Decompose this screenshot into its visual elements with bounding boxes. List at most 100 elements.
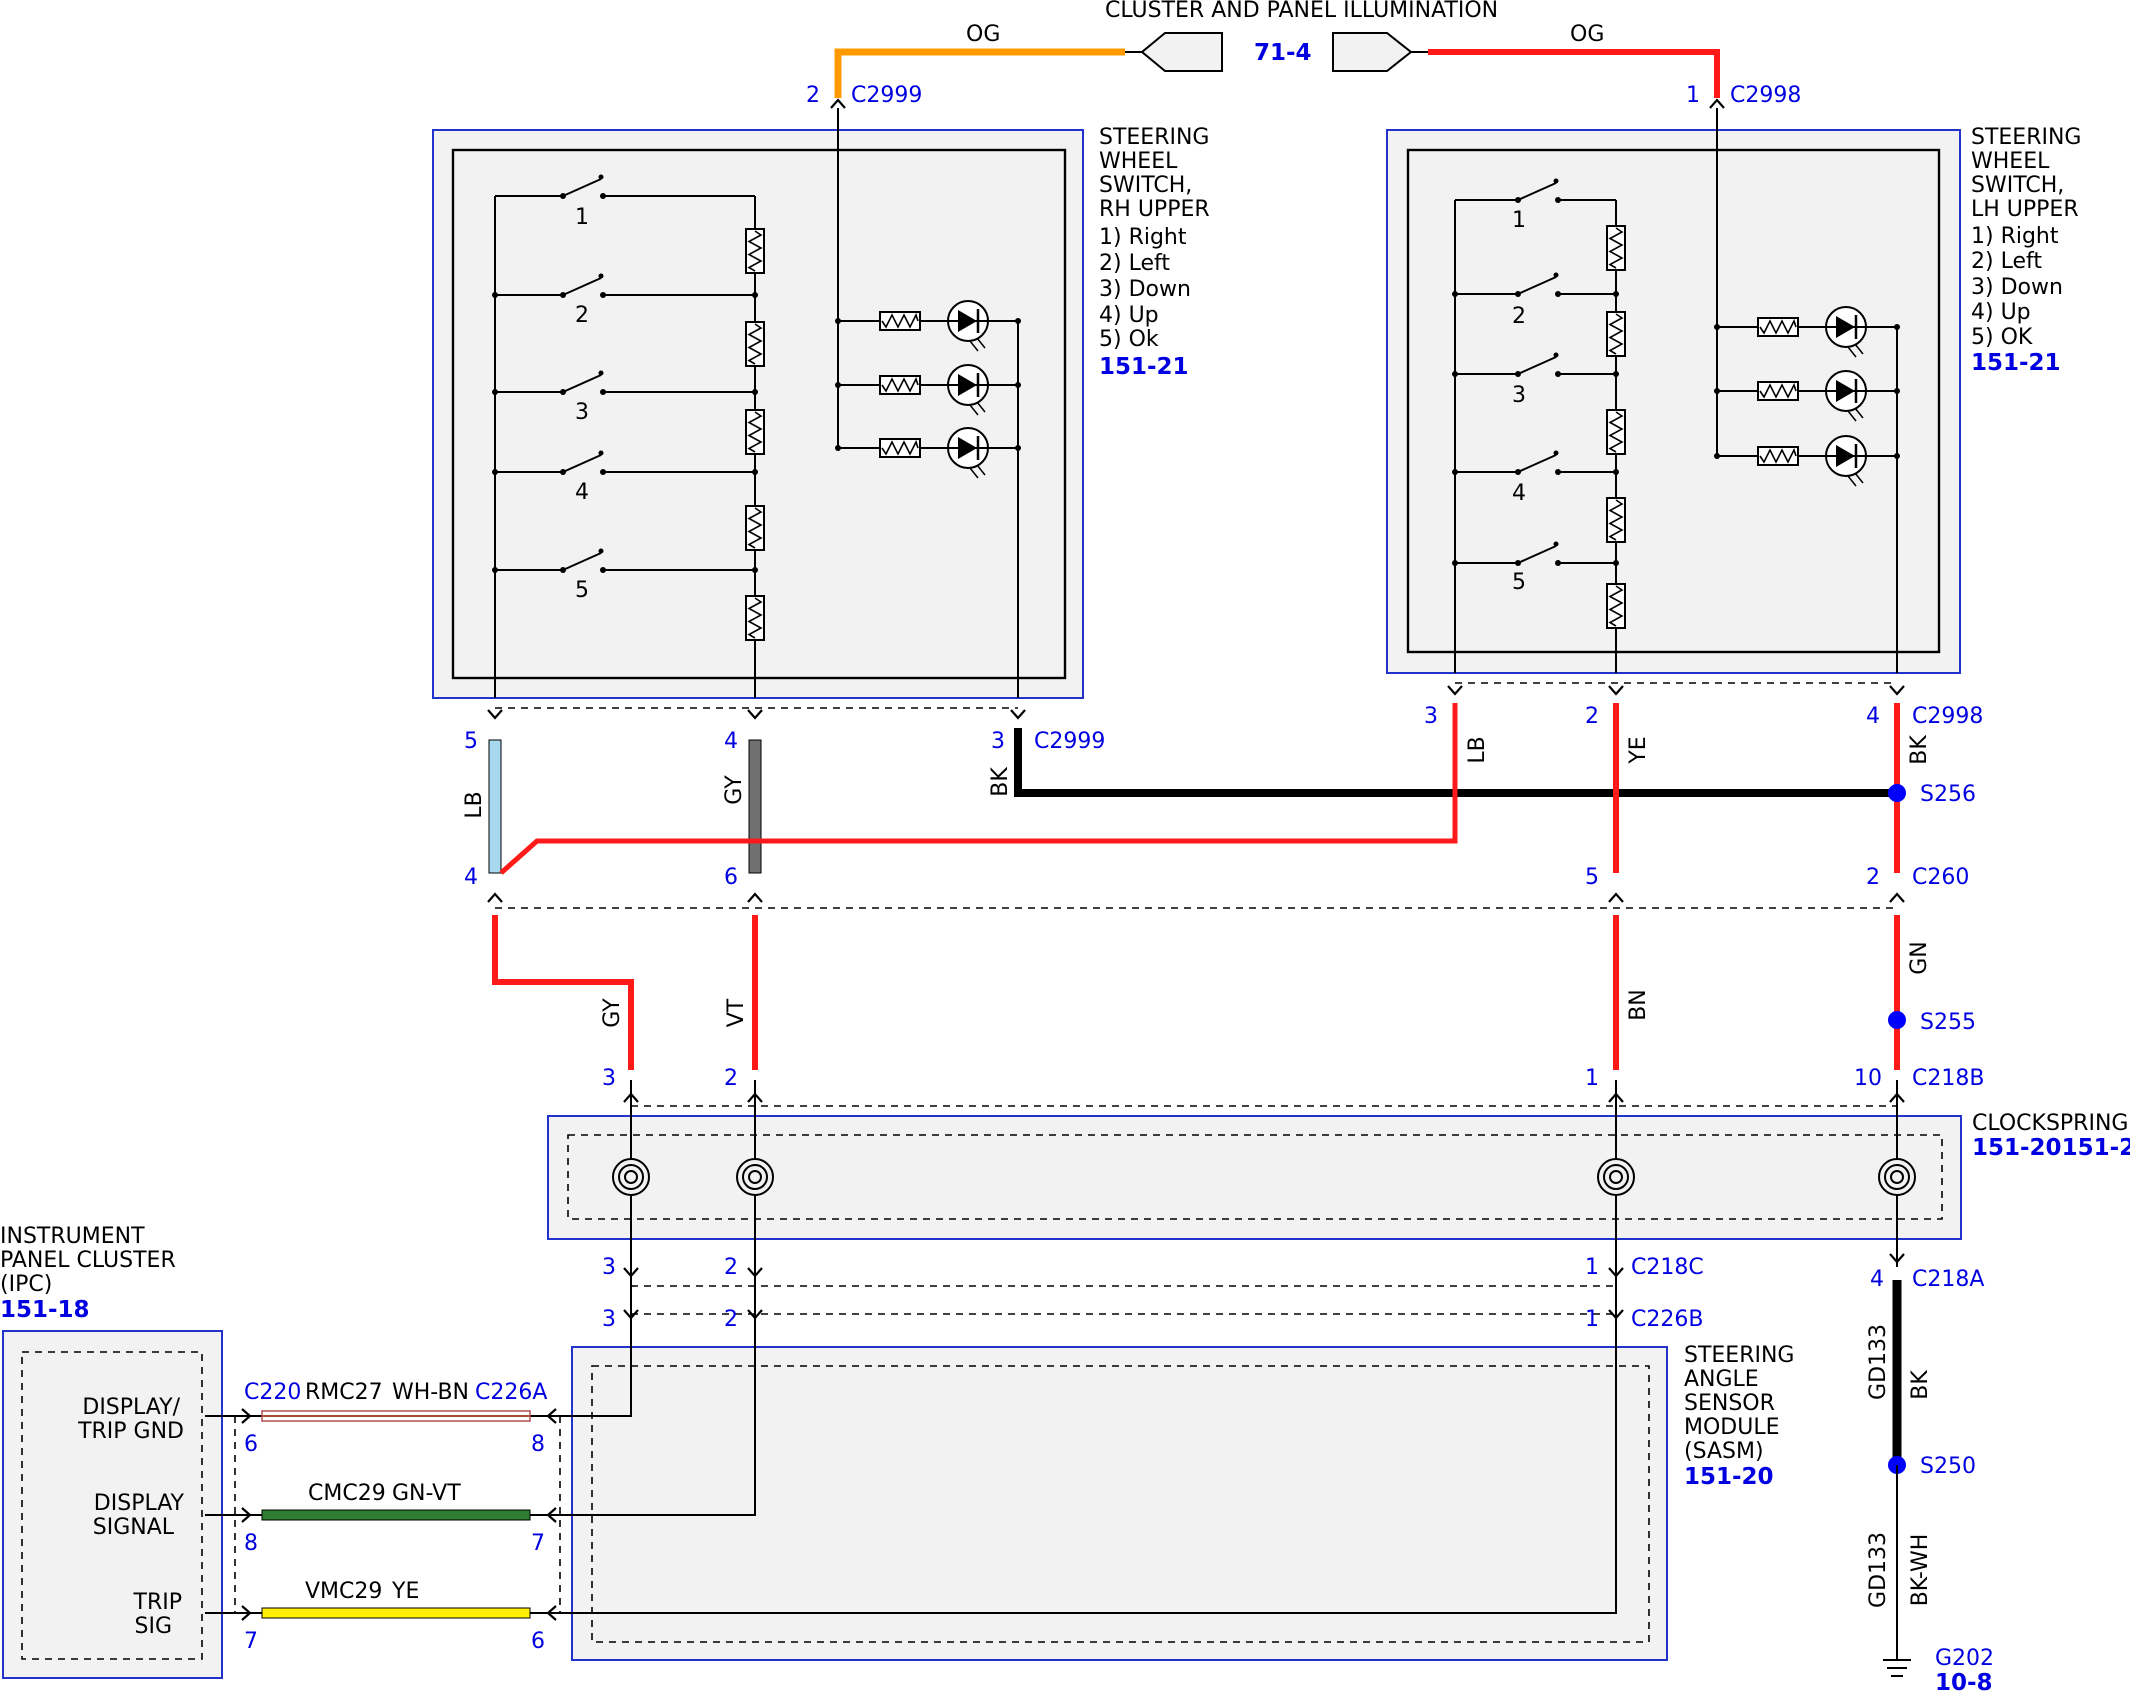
gd133-lower-color: BK-WH — [1908, 1534, 1933, 1607]
sasm-dashed — [591, 1365, 1650, 1643]
wire-label-bk-rh: BK — [988, 767, 1013, 797]
lh-switch-num-1: 1 — [1512, 208, 1526, 233]
connector-pin-icon — [623, 1267, 639, 1278]
rmc27-color: WH-BN — [392, 1380, 469, 1405]
c218c-pin-3: 3 — [602, 1255, 616, 1280]
connector-pin-icon — [1608, 1092, 1624, 1103]
c220-pin-7: 7 — [244, 1629, 258, 1654]
led-icon — [947, 364, 989, 416]
c218b-pin-1: 1 — [1585, 1066, 1599, 1091]
lh-pin-2: 2 — [1585, 704, 1599, 729]
resistor-icon — [1606, 225, 1626, 271]
led-icon — [1825, 435, 1867, 487]
sasm-ref: 151-20 — [1684, 1464, 1774, 1490]
connector-pin-icon — [241, 1507, 252, 1523]
c226b-conn-label: C226B — [1631, 1307, 1703, 1332]
c260-pin-4: 4 — [464, 865, 478, 890]
c260-pin-6: 6 — [724, 865, 738, 890]
ipc-signal-1-line1: DISPLAY/ — [82, 1395, 180, 1420]
splice-s255-label: S255 — [1920, 1010, 1976, 1035]
resistor-icon — [879, 311, 921, 331]
og-label-left: OG — [966, 22, 1000, 47]
rmc27-circuit: RMC27 — [305, 1380, 383, 1405]
splice-s250-label: S250 — [1920, 1454, 1976, 1479]
lh-switch-item-5: 5) OK — [1971, 325, 2033, 350]
c260-conn-label: C260 — [1912, 865, 1969, 890]
c260-pin-5: 5 — [1585, 865, 1599, 890]
resistor-icon — [745, 228, 765, 274]
ipc-ref: 151-18 — [0, 1297, 90, 1323]
rh-switch-ref: 151-21 — [1099, 354, 1189, 380]
rh-switch-title-1: STEERING — [1099, 125, 1209, 150]
resistor-icon — [879, 438, 921, 458]
connector-pin-icon — [1608, 1267, 1624, 1278]
sasm-title-2: ANGLE — [1684, 1367, 1759, 1392]
wire-label-bn-c260: BN — [1626, 989, 1651, 1021]
illumination-ref: 71-4 — [1254, 40, 1312, 66]
resistor-icon — [745, 321, 765, 367]
c226b-pin-3: 3 — [602, 1307, 616, 1332]
connector-pin-icon — [747, 1092, 763, 1103]
rmc27-wire — [261, 1410, 531, 1422]
sasm-wire-pin3 — [560, 1300, 632, 1417]
clockspring-dashed — [567, 1134, 1943, 1220]
c218c-pin-2: 2 — [724, 1255, 738, 1280]
wire-label-vt-c260: VT — [724, 998, 749, 1027]
resistor-icon — [1606, 311, 1626, 357]
switch-icon — [1515, 178, 1561, 203]
switch-icon — [1515, 272, 1561, 297]
rh-switch-num-3: 3 — [575, 400, 589, 425]
illumination-title: CLUSTER AND PANEL ILLUMINATION — [1105, 0, 1498, 23]
connector-pin-icon — [546, 1507, 557, 1523]
switch-icon — [1515, 450, 1561, 475]
gd133-lower-circuit: GD133 — [1866, 1532, 1891, 1608]
lh-switch-ref: 151-21 — [1971, 350, 2061, 376]
rh-pin-3: 3 — [991, 729, 1005, 754]
connector-pin-icon — [241, 1408, 252, 1424]
switch-icon — [560, 450, 606, 475]
lh-switch-item-3: 3) Down — [1971, 275, 2063, 300]
sasm-wire-pin1 — [560, 1300, 1617, 1614]
sasm-wire-pin2 — [560, 1300, 756, 1516]
rh-switch-item-3: 3) Down — [1099, 277, 1191, 302]
c2998-top-label: C2998 — [1730, 83, 1801, 108]
connector-pin-icon — [241, 1605, 252, 1621]
c220-pin-6: 6 — [244, 1432, 258, 1457]
vmc29-color: YE — [391, 1579, 419, 1604]
rh-switch-num-2: 2 — [575, 303, 589, 328]
ipc-title-2: PANEL CLUSTER — [0, 1248, 176, 1273]
connector-pin-icon — [830, 98, 846, 109]
switch-icon — [560, 273, 606, 298]
connector-pin-icon — [487, 892, 503, 903]
wire-label-gn-c260: GN — [1907, 941, 1932, 975]
wire-label-gy-rh: GY — [722, 775, 747, 805]
lh-switch-title-4: LH UPPER — [1971, 197, 2079, 222]
gd133-upper-circuit: GD133 — [1866, 1324, 1891, 1400]
connector-pin-icon — [1010, 709, 1026, 720]
connector-pin-icon — [487, 709, 503, 720]
led-icon — [947, 300, 989, 352]
illumination-left-connector — [1140, 32, 1223, 72]
lh-pin-3: 3 — [1424, 704, 1438, 729]
resistor-icon — [745, 409, 765, 455]
bk-wire-rh — [1014, 728, 1897, 797]
led-icon — [1825, 370, 1867, 422]
c218a-pin-4: 4 — [1870, 1267, 1884, 1292]
c226b-pin-2: 2 — [724, 1307, 738, 1332]
rh-switch-num-4: 4 — [575, 480, 589, 505]
connector-pin-icon — [1889, 1092, 1905, 1103]
c218b-pin-10: 10 — [1854, 1066, 1882, 1091]
ipc-signal-1-line2: TRIP GND — [77, 1419, 184, 1444]
lh-switch-title-3: SWITCH, — [1971, 173, 2064, 198]
rh-pin-4: 4 — [724, 729, 738, 754]
c220-conn-label: C220 — [244, 1380, 301, 1405]
switch-icon — [1515, 352, 1561, 377]
ipc-signal-3-line1: TRIP — [133, 1590, 182, 1615]
rh-switch-item-2: 2) Left — [1099, 251, 1170, 276]
resistor-icon — [745, 595, 765, 641]
c220-pin-8: 8 — [244, 1531, 258, 1556]
rh-switch-num-1: 1 — [575, 205, 589, 230]
c218a-conn-label: C218A — [1912, 1267, 1984, 1292]
resistor-icon — [1606, 497, 1626, 543]
